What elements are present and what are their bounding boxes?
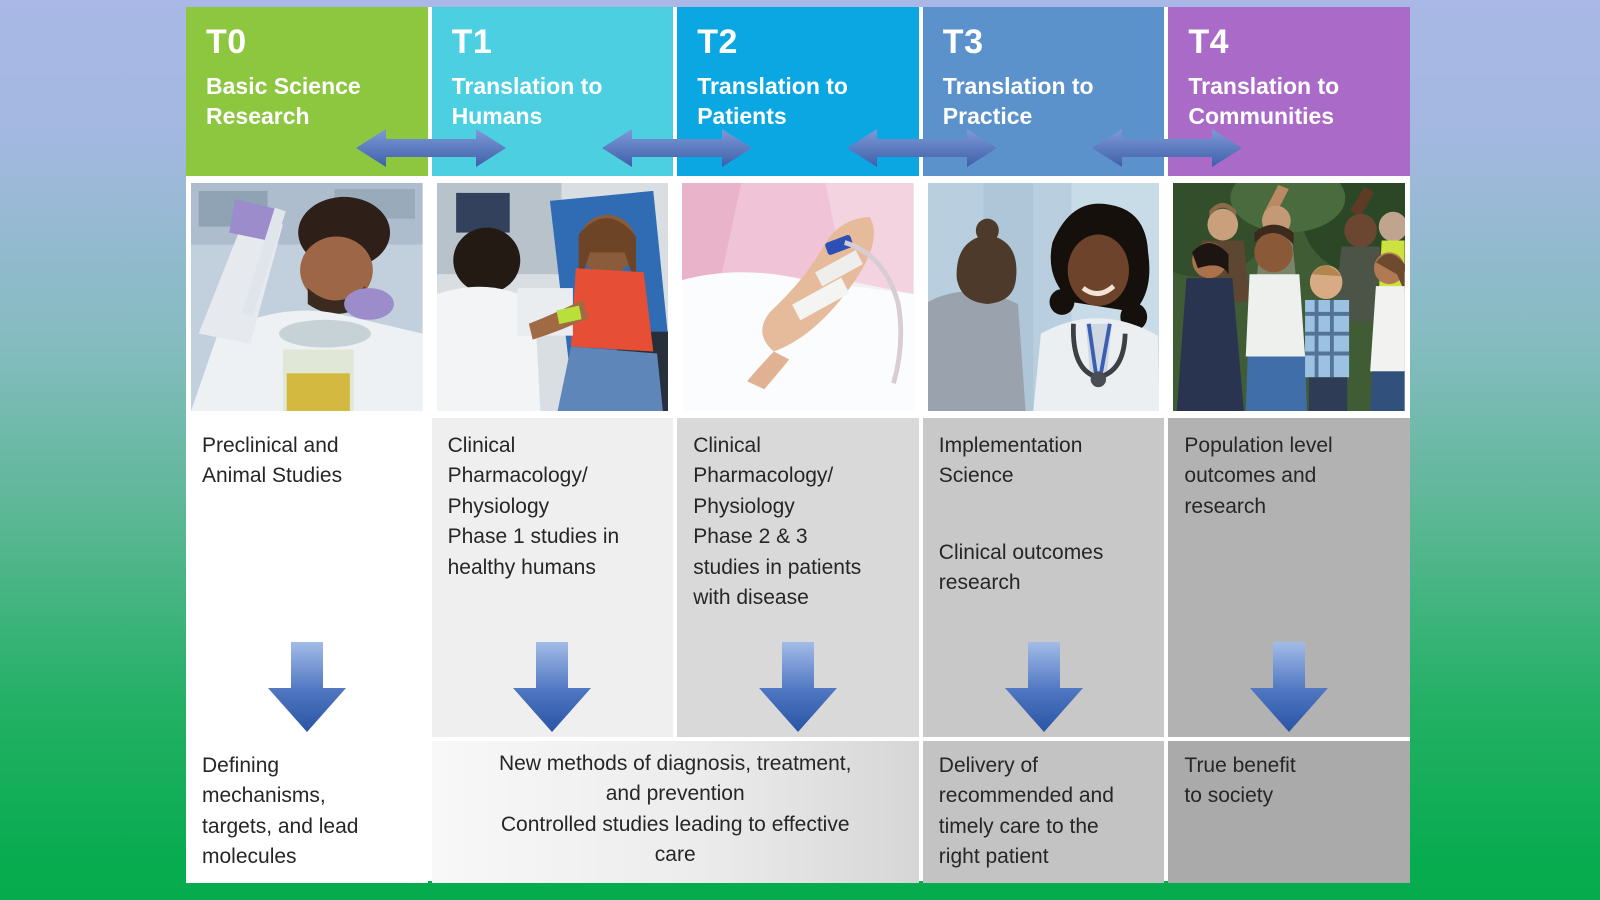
bottom-t1-t2-merged: New methods of diagnosis, treatment, and… <box>431 741 919 883</box>
stage-code: T3 <box>942 23 984 61</box>
stage-code: T1 <box>451 23 493 61</box>
bidirectional-arrow-icon <box>602 129 752 167</box>
stage-title: Translation to Practice <box>942 73 1094 130</box>
lab-researcher-pipetting-photo <box>186 180 428 414</box>
down-arrow-icon <box>758 642 837 732</box>
desc-text: Population level outcomes and research <box>1184 434 1333 518</box>
down-arrow-icon <box>1004 642 1083 732</box>
bidirectional-arrow-icon <box>356 129 506 167</box>
blood-draw-clinic-photo <box>431 180 674 414</box>
community-illustration <box>1173 183 1405 411</box>
stage-code: T4 <box>1188 23 1230 61</box>
stage-title: Translation to Communities <box>1188 73 1340 130</box>
lab-photo-illustration <box>191 183 423 411</box>
down-arrow-icon <box>513 642 592 732</box>
desc-t1: Clinical Pharmacology/ Physiology Phase … <box>431 418 674 737</box>
translational-research-diagram: T0 Basic Science Research T1 Translation… <box>186 7 1410 883</box>
desc-text-2: Phase 2 & 3 studies in patients with dis… <box>693 525 862 610</box>
bottom-t3: Delivery of recommended and timely care … <box>922 741 1165 883</box>
desc-text-2: Phase 1 studies in healthy humans <box>447 525 620 579</box>
desc-text-2: Clinical outcomes research <box>938 540 1104 595</box>
community-group-photo <box>1168 180 1410 414</box>
stage-code: T2 <box>697 23 738 61</box>
blood-draw-illustration <box>436 183 669 411</box>
bottom-t0: Defining mechanisms, targets, and lead m… <box>186 741 428 883</box>
desc-t3: Implementation Science Clinical outcomes… <box>922 418 1165 737</box>
stage-title: Translation to Humans <box>451 73 603 130</box>
desc-t2: Clinical Pharmacology/ Physiology Phase … <box>677 418 919 737</box>
patient-iv-hand-photo <box>677 180 919 414</box>
diagram-grid: T0 Basic Science Research T1 Translation… <box>186 7 1410 883</box>
desc-text: Implementation Science <box>938 434 1083 488</box>
patient-iv-illustration <box>682 183 914 411</box>
down-arrow-icon <box>1250 642 1329 732</box>
clinicians-illustration <box>927 183 1160 411</box>
bottom-t4: True benefit to society <box>1168 741 1410 883</box>
bidirectional-arrow-icon <box>1092 129 1242 167</box>
desc-text: Clinical Pharmacology/ Physiology <box>447 434 588 518</box>
desc-text: Preclinical and Animal Studies <box>202 434 343 488</box>
stage-title: Basic Science Research <box>206 73 361 130</box>
desc-t0: Preclinical and Animal Studies <box>186 418 428 737</box>
desc-text: Clinical Pharmacology/ Physiology <box>693 434 834 518</box>
clinicians-consult-photo <box>922 180 1165 414</box>
desc-t4: Population level outcomes and research <box>1168 418 1410 737</box>
stage-title: Translation to Patients <box>697 73 848 130</box>
header-t0: T0 Basic Science Research <box>186 7 428 176</box>
stage-code: T0 <box>206 23 247 61</box>
bidirectional-arrow-icon <box>847 129 997 167</box>
down-arrow-icon <box>267 642 346 732</box>
